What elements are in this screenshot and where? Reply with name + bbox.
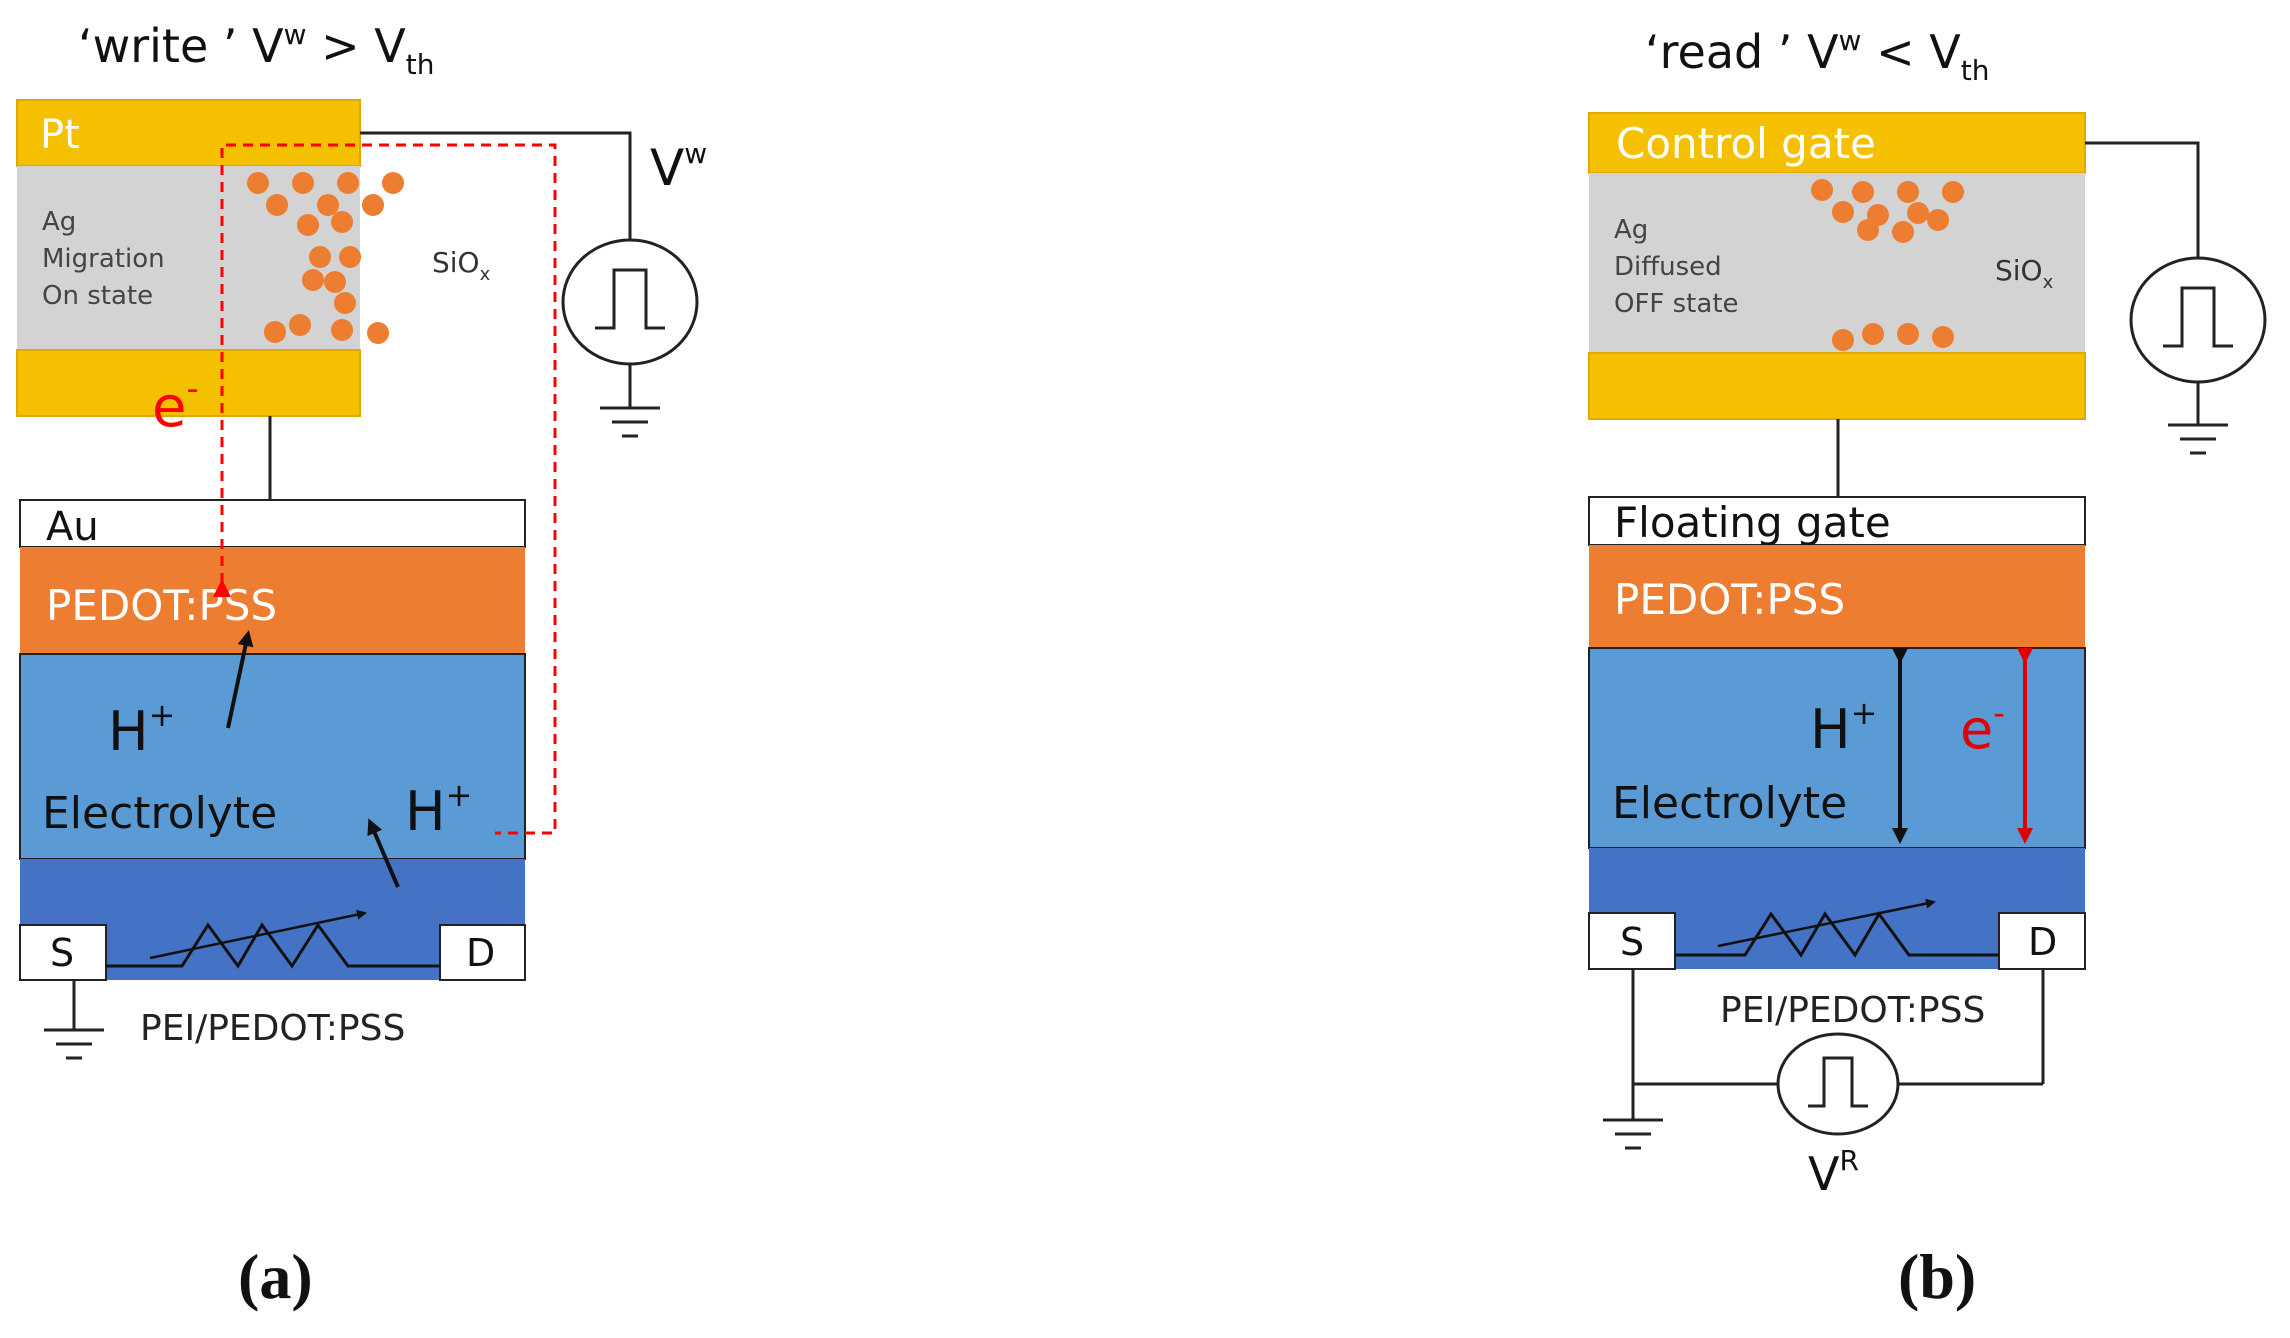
substrate-label-b: PEI/PEDOT:PSS bbox=[1720, 990, 1985, 1031]
ag-diffused-particles bbox=[1811, 179, 1964, 351]
electrolyte-label-a: Electrolyte bbox=[42, 788, 277, 839]
source-contact-a bbox=[19, 924, 107, 981]
control-gate-label: Control gate bbox=[1616, 119, 1876, 168]
floating-gate-label: Floating gate bbox=[1614, 498, 1891, 547]
substrate-label-a: PEI/PEDOT:PSS bbox=[140, 1008, 405, 1049]
drain-contact-a bbox=[439, 924, 526, 981]
channel-resistor-b bbox=[1675, 911, 1999, 958]
h-plus-label-a2: H+ bbox=[405, 776, 472, 843]
floating-gate bbox=[1588, 496, 2086, 546]
panel-a-title: ‘write ’ Vw > Vth bbox=[78, 18, 435, 81]
channel-resistor-a bbox=[106, 922, 440, 969]
siox-label-b: SiOx bbox=[1995, 254, 2054, 293]
ground-symbol-a bbox=[44, 980, 104, 1060]
au-label: Au bbox=[46, 504, 99, 550]
source-label-b: S bbox=[1620, 920, 1644, 964]
pedot-layer-a bbox=[20, 547, 525, 654]
panel-b: ‘read ’ Vw < Vth Control gate Ag Diffuse… bbox=[1588, 24, 2267, 1312]
drain-label-b: D bbox=[2028, 920, 2057, 964]
panel-a: ‘write ’ Vw > Vth Pt Ag Migration On sta… bbox=[16, 18, 707, 1312]
pedot-label-a: PEDOT:PSS bbox=[46, 581, 277, 630]
read-pulse-label: VR bbox=[1808, 1144, 1859, 1201]
pt-label: Pt bbox=[40, 112, 80, 158]
gate-pulse-source bbox=[2129, 256, 2267, 384]
electron-label-b: e- bbox=[1960, 694, 2005, 761]
panel-b-caption: (b) bbox=[1898, 1241, 1976, 1312]
electrolyte-layer-a bbox=[19, 653, 526, 860]
switch-label-a: Ag Migration On state bbox=[42, 207, 173, 311]
pt-electrode bbox=[16, 99, 361, 167]
gate-pulse-wiring bbox=[1836, 141, 2228, 497]
siox-label-a: SiOx bbox=[432, 246, 491, 285]
read-pulse-source bbox=[1776, 1032, 1900, 1136]
electrolyte-label-b: Electrolyte bbox=[1612, 778, 1847, 829]
bottom-electrode-b bbox=[1588, 352, 2086, 420]
variable-resistor-arrow-b bbox=[1717, 898, 1936, 948]
write-pulse-source bbox=[561, 238, 699, 366]
drain-label-a: D bbox=[466, 931, 495, 975]
pedot-layer-b bbox=[1589, 545, 2085, 648]
ag-filament-particles bbox=[247, 172, 404, 344]
write-pulse-wiring bbox=[268, 131, 660, 500]
bottom-electrode-a bbox=[16, 349, 361, 417]
h-plus-label-a1: H+ bbox=[108, 696, 175, 763]
h-plus-label-b: H+ bbox=[1810, 694, 1877, 761]
panel-a-caption: (a) bbox=[238, 1241, 313, 1312]
write-pulse-label: Vw bbox=[650, 137, 707, 197]
proton-arrow-a2 bbox=[367, 818, 400, 888]
read-circuit-wiring bbox=[1603, 969, 2045, 1150]
source-label-a: S bbox=[50, 931, 74, 975]
electron-path-a bbox=[213, 143, 557, 835]
au-gate bbox=[19, 499, 526, 548]
variable-resistor-arrow-a bbox=[149, 909, 367, 960]
panel-b-title: ‘read ’ Vw < Vth bbox=[1645, 24, 1989, 87]
pedot-label-b: PEDOT:PSS bbox=[1614, 575, 1845, 624]
electron-label-a: e- bbox=[152, 369, 199, 440]
proton-arrow-a1 bbox=[226, 630, 254, 729]
switch-label-b: Ag Diffused OFF state bbox=[1614, 215, 1739, 319]
